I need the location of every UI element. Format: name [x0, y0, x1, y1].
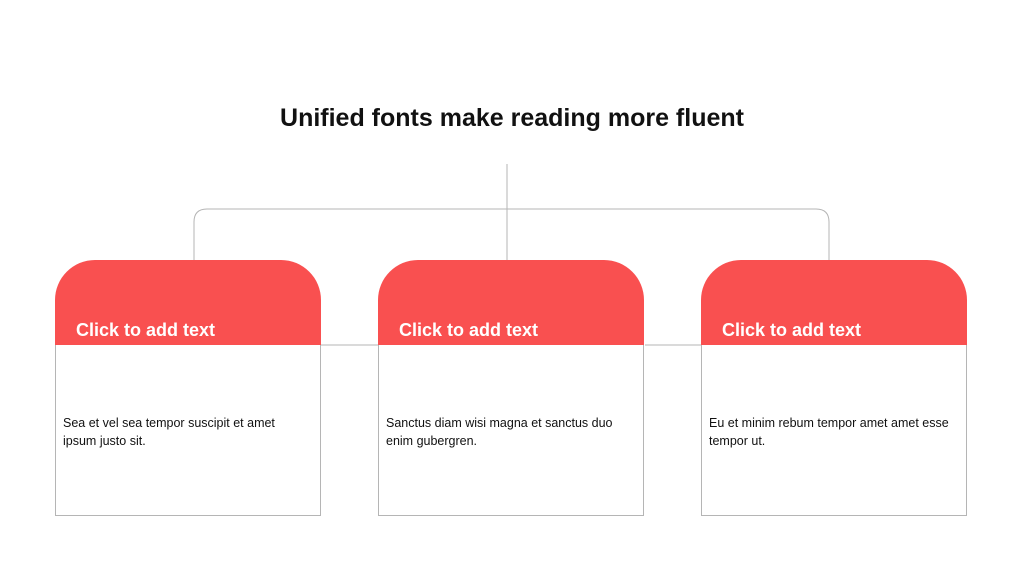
card-title[interactable]: Click to add text: [722, 320, 862, 340]
card-body: Sea et vel sea tempor suscipit et amet i…: [55, 345, 321, 516]
card-title[interactable]: Click to add text: [76, 320, 216, 340]
card-2: Click to add text Sanctus diam wisi magn…: [378, 260, 644, 516]
card-header: [55, 260, 321, 345]
card-body: Sanctus diam wisi magna et sanctus duo e…: [378, 345, 644, 516]
card-3: Click to add text Eu et minim rebum temp…: [701, 260, 967, 516]
card-header: [378, 260, 644, 345]
card-title[interactable]: Click to add text: [399, 320, 539, 340]
card-body: Eu et minim rebum tempor amet amet esse …: [701, 345, 967, 516]
card-1: Click to add text Sea et vel sea tempor …: [55, 260, 321, 516]
card-text[interactable]: Eu et minim rebum tempor amet amet esse …: [709, 416, 949, 448]
branch-line: [193, 208, 830, 260]
slide-title: Unified fonts make reading more fluent: [280, 104, 744, 132]
card-text[interactable]: Sea et vel sea tempor suscipit et amet i…: [63, 416, 275, 448]
card-header: [701, 260, 967, 345]
card-text[interactable]: Sanctus diam wisi magna et sanctus duo e…: [386, 416, 613, 448]
